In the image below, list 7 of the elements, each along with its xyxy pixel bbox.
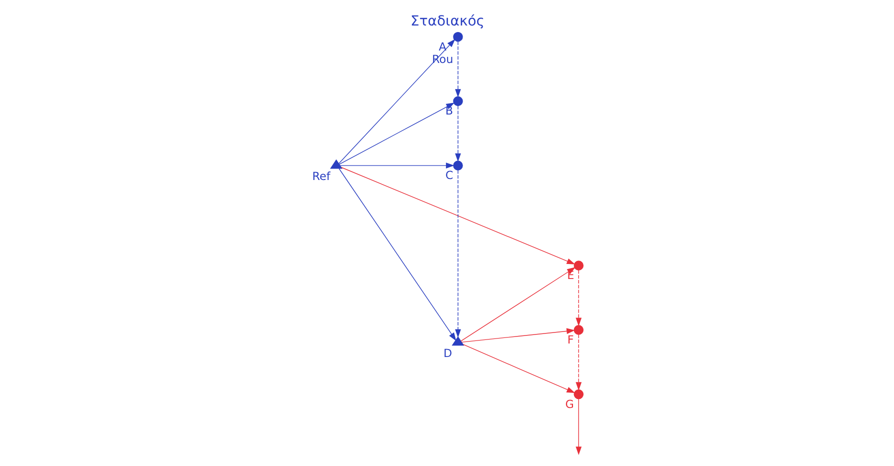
node-label: C bbox=[444, 169, 453, 182]
node-label: G bbox=[564, 398, 574, 411]
node-label: D bbox=[443, 347, 452, 360]
diagram-title: Σταδιακός bbox=[410, 13, 484, 30]
node-label: A bbox=[438, 40, 446, 54]
node-label: F bbox=[566, 333, 574, 346]
node-label: Ref bbox=[312, 170, 330, 184]
